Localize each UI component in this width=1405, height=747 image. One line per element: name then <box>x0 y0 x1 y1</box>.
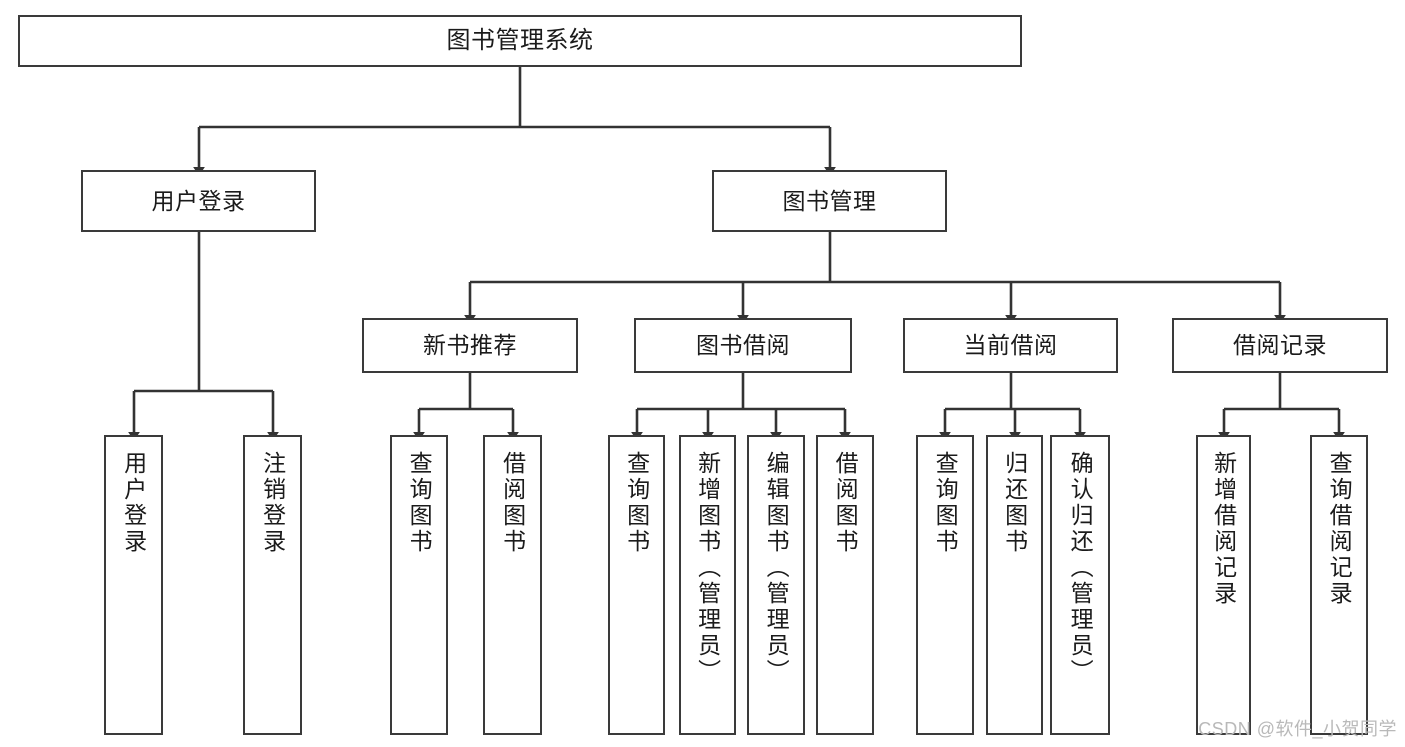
node-leaf-query-book-1[interactable]: 查询图书 <box>390 435 448 735</box>
node-label: 编辑图书（管理员） <box>763 451 790 685</box>
node-borrow-record[interactable]: 借阅记录 <box>1172 318 1388 373</box>
node-label: 归还图书 <box>1001 451 1028 555</box>
node-root[interactable]: 图书管理系统 <box>18 15 1022 67</box>
node-leaf-add-book[interactable]: 新增图书（管理员） <box>679 435 736 735</box>
node-label: 图书管理 <box>782 187 877 214</box>
node-leaf-user-login[interactable]: 用户登录 <box>104 435 163 735</box>
node-label: 注销登录 <box>259 451 286 555</box>
node-leaf-return-book[interactable]: 归还图书 <box>986 435 1043 735</box>
node-label: 借阅图书 <box>499 451 526 555</box>
node-label: 查询图书 <box>932 451 959 555</box>
node-label: 用户登录 <box>120 451 147 555</box>
node-current-borrow[interactable]: 当前借阅 <box>903 318 1118 373</box>
node-label: 新增借阅记录 <box>1210 451 1237 607</box>
node-leaf-edit-book[interactable]: 编辑图书（管理员） <box>747 435 805 735</box>
node-label: 当前借阅 <box>963 332 1058 359</box>
node-label: 借阅图书 <box>832 451 859 555</box>
node-label: 查询图书 <box>406 451 433 555</box>
node-new-book-rec[interactable]: 新书推荐 <box>362 318 578 373</box>
node-label: 借阅记录 <box>1233 332 1327 359</box>
node-leaf-confirm-return[interactable]: 确认归还（管理员） <box>1050 435 1110 735</box>
node-leaf-borrow-book-2[interactable]: 借阅图书 <box>816 435 874 735</box>
node-label: 查询借阅记录 <box>1326 451 1353 607</box>
node-leaf-query-book-2[interactable]: 查询图书 <box>608 435 665 735</box>
node-leaf-borrow-book-1[interactable]: 借阅图书 <box>483 435 542 735</box>
node-label: 确认归还（管理员） <box>1067 451 1094 685</box>
node-leaf-query-book-3[interactable]: 查询图书 <box>916 435 974 735</box>
node-leaf-logout[interactable]: 注销登录 <box>243 435 302 735</box>
node-label: 新增图书（管理员） <box>694 451 721 685</box>
node-book-manage[interactable]: 图书管理 <box>712 170 947 232</box>
node-leaf-add-record[interactable]: 新增借阅记录 <box>1196 435 1251 735</box>
node-user-login[interactable]: 用户登录 <box>81 170 316 232</box>
watermark-text: CSDN @软件_小贺同学 <box>1198 719 1397 739</box>
node-leaf-query-record[interactable]: 查询借阅记录 <box>1310 435 1368 735</box>
node-label: 新书推荐 <box>423 332 517 359</box>
node-label: 用户登录 <box>151 187 246 214</box>
node-label: 图书管理系统 <box>446 27 594 55</box>
node-book-borrow[interactable]: 图书借阅 <box>634 318 852 373</box>
node-label: 图书借阅 <box>696 332 790 359</box>
node-label: 查询图书 <box>623 451 650 555</box>
